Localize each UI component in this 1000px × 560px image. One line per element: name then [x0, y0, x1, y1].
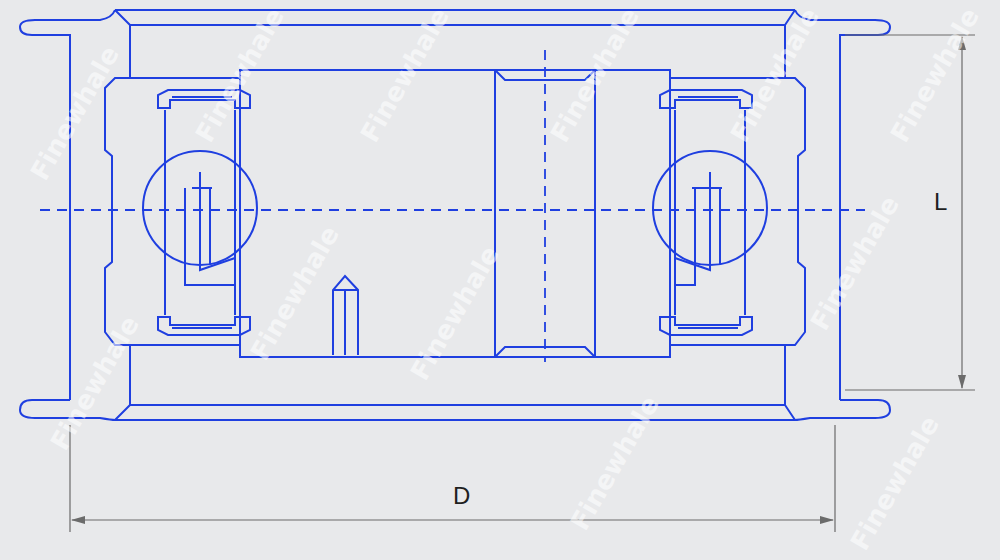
watermark: Finewhale: [806, 192, 903, 334]
watermark: Finewhale: [846, 412, 943, 554]
watermark: Finewhale: [246, 222, 343, 364]
dimension-label: D: [453, 484, 470, 508]
watermark: Finewhale: [46, 312, 143, 454]
watermark: Finewhale: [26, 42, 123, 184]
watermark: Finewhale: [406, 242, 503, 384]
watermark: Finewhale: [566, 392, 663, 534]
valve-body: [20, 10, 890, 420]
watermark: Finewhale: [886, 4, 983, 146]
dimension-label: L: [934, 190, 947, 214]
